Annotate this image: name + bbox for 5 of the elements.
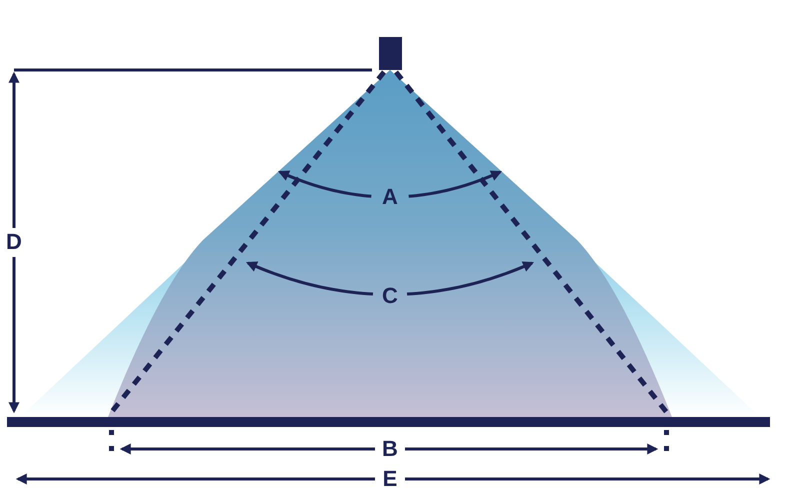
dimension-label: E (382, 468, 398, 490)
dimension-label: D (6, 231, 22, 253)
dimension-label: B (382, 438, 398, 460)
dimension-label: A (382, 186, 398, 208)
dimension-label: C (382, 285, 398, 307)
